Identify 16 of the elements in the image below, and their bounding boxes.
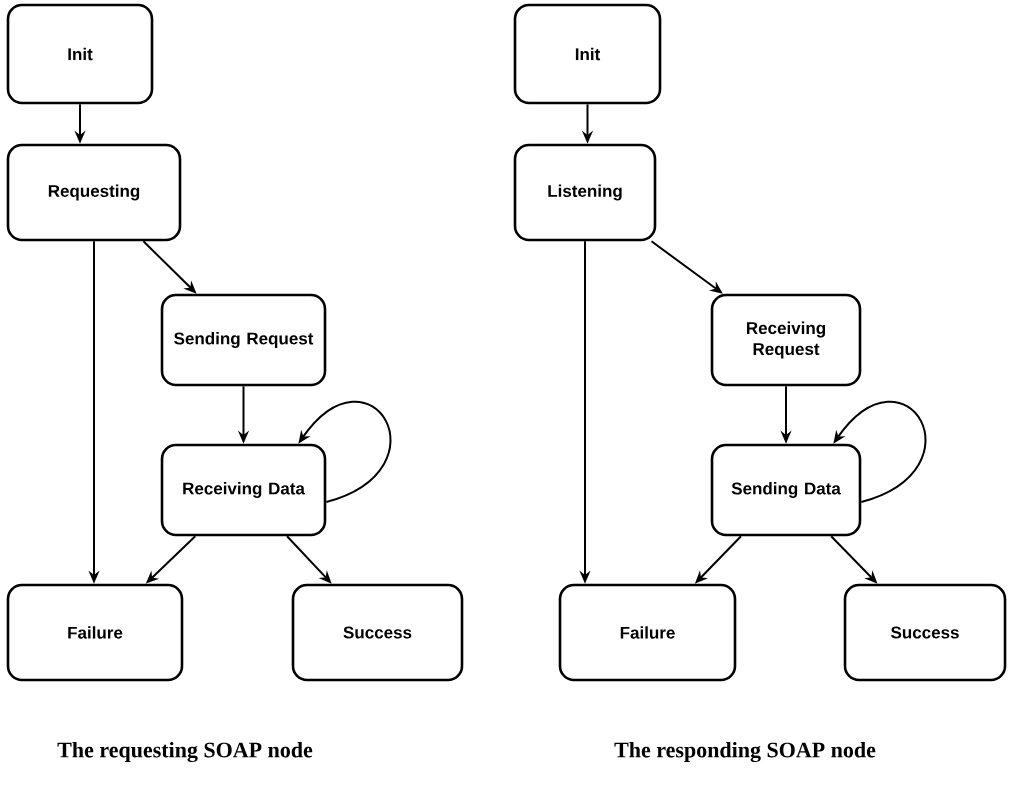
- state-box: Requesting: [6, 143, 182, 242]
- state-box: Sending Data: [710, 443, 862, 537]
- state-box: Receiving Request: [710, 293, 862, 387]
- state-box: Sending Request: [160, 293, 327, 387]
- caption: The requesting SOAP node: [57, 741, 313, 763]
- caption: The responding SOAP node: [614, 741, 876, 763]
- state-box: Receiving Data: [160, 443, 327, 537]
- state-box: Failure: [558, 583, 737, 682]
- arrow: [298, 400, 392, 503]
- state-box: Success: [291, 583, 464, 682]
- state-box: Init: [6, 3, 154, 105]
- state-box: Failure: [6, 583, 184, 682]
- state-box: Success: [843, 583, 1007, 682]
- arrow: [833, 400, 927, 503]
- state-box: Init: [513, 3, 662, 105]
- state-box: Listening: [513, 143, 657, 242]
